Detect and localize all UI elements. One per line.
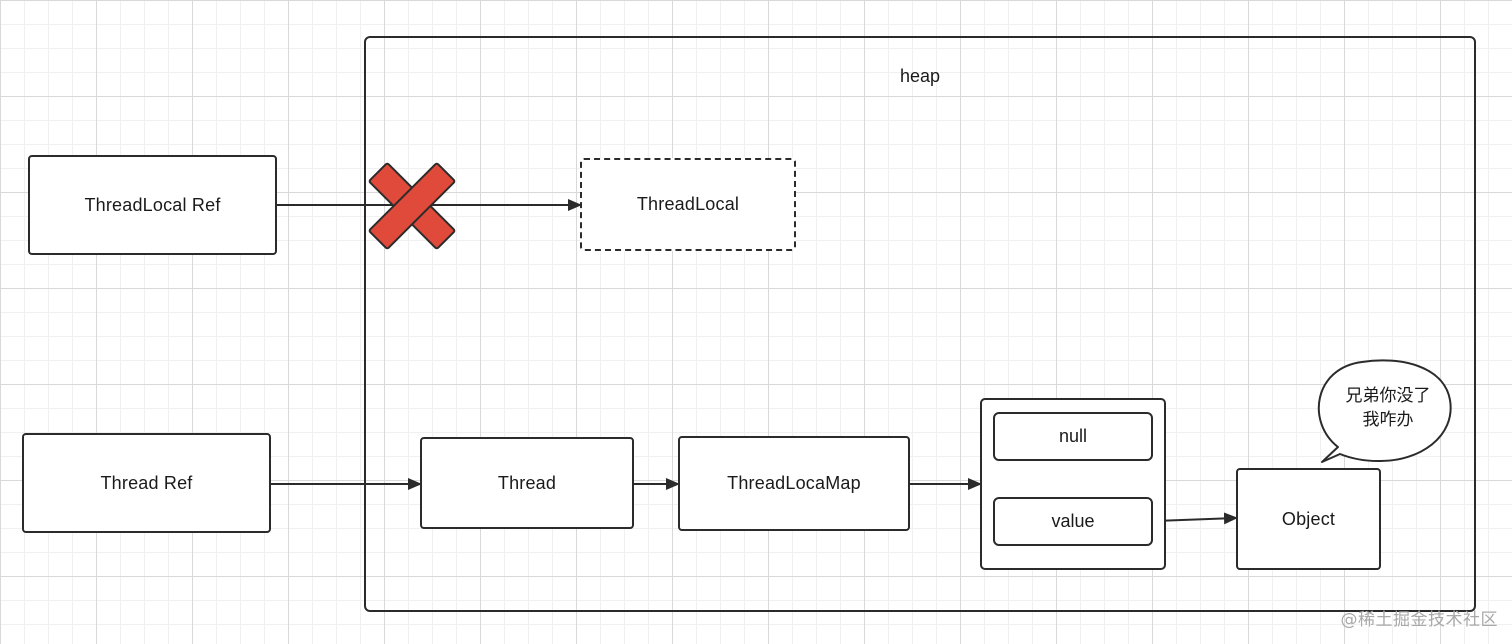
threadlocal-label: ThreadLocal [636, 194, 740, 214]
watermark: @稀土掘金技术社区 [1340, 610, 1498, 630]
thread-ref-label: Thread Ref [100, 472, 193, 493]
threadlocamap-label: ThreadLocaMap [727, 473, 861, 493]
thread-box: Thread [420, 437, 634, 529]
entry-value-field: value [993, 497, 1153, 546]
object-box: Object [1236, 468, 1381, 570]
heap-label: heap [899, 66, 941, 86]
threadlocal-ref-box: ThreadLocal Ref [28, 155, 277, 255]
heap-container [364, 36, 1476, 612]
entry-key-field: null [993, 412, 1153, 461]
thread-ref-box: Thread Ref [22, 433, 271, 533]
speech-bubble-text: 兄弟你没了 我咋办 [1326, 384, 1450, 432]
object-label: Object [1281, 508, 1336, 529]
threadlocamap-box: ThreadLocaMap [678, 436, 910, 531]
entry-key-label: null [1058, 426, 1088, 446]
bubble-line-2: 我咋办 [1362, 410, 1414, 430]
threadlocal-ref-label: ThreadLocal Ref [84, 194, 221, 215]
threadlocal-box: ThreadLocal [580, 158, 796, 251]
bubble-line-1: 兄弟你没了 [1345, 386, 1431, 406]
entry-value-label: value [1051, 511, 1095, 531]
thread-label: Thread [497, 472, 557, 493]
